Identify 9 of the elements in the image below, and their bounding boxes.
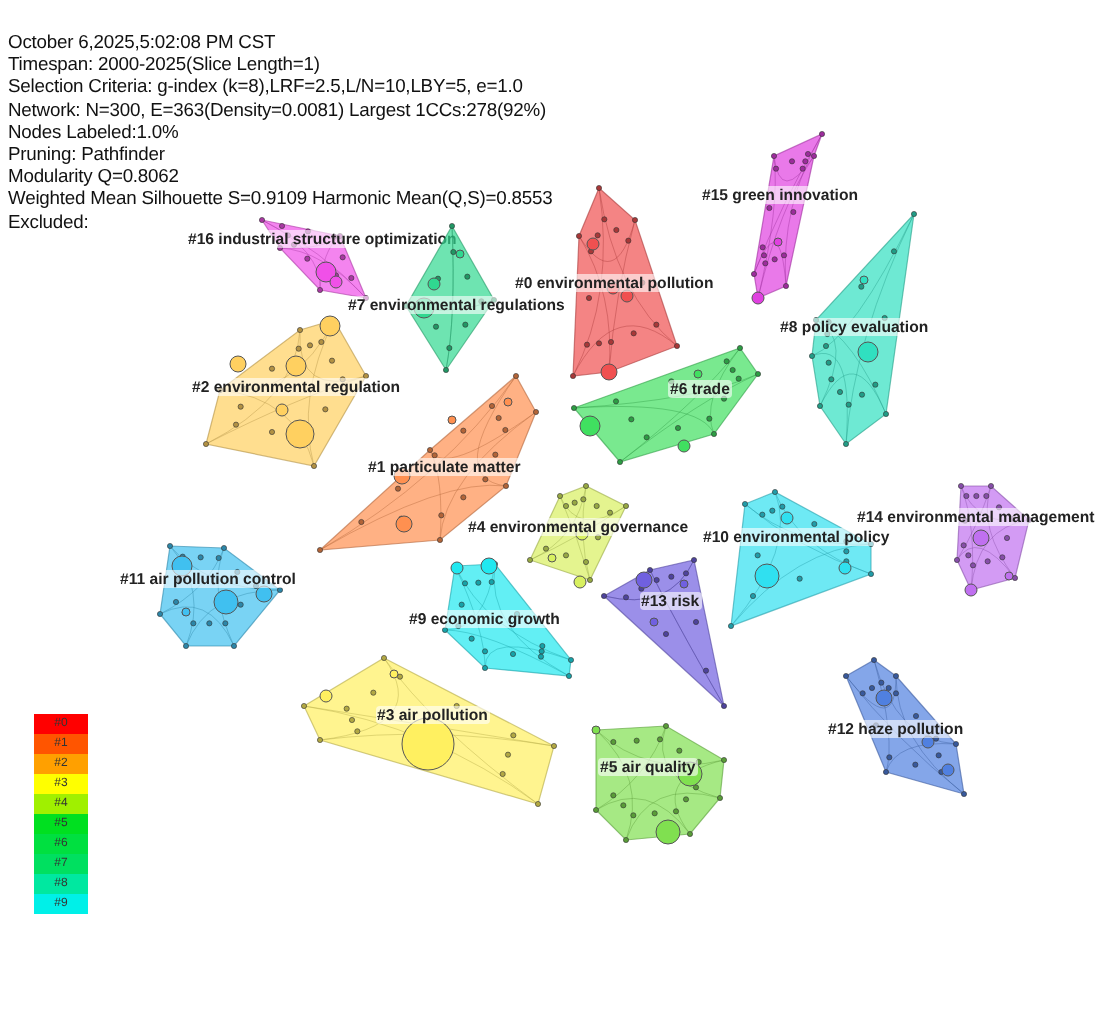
stats-text: Selection Criteria: g-index (k=8),LRF=2.5,L/N=10,LBY=5, e=1.0 xyxy=(8,74,523,98)
stats-text: Timespan: 2000-2025(Slice Length=1) xyxy=(8,52,320,75)
stats-text: Modularity Q=0.8062 xyxy=(8,164,179,187)
stats-text: Excluded: xyxy=(8,209,89,232)
stats-text: Network: N=300, E=363(Density=0.0081) Largest 1CCs:278(92%) xyxy=(8,97,546,120)
stats-text: Nodes Labeled:1.0% xyxy=(8,119,179,142)
stats-text: Weighted Mean Silhouette S=0.9109 Harmonic Mean(Q,S)=0.8553 xyxy=(8,186,553,210)
stats-text: October 6,2025,5:02:08 PM CST xyxy=(8,30,276,53)
stats-text: Pruning: Pathfinder xyxy=(8,142,165,165)
